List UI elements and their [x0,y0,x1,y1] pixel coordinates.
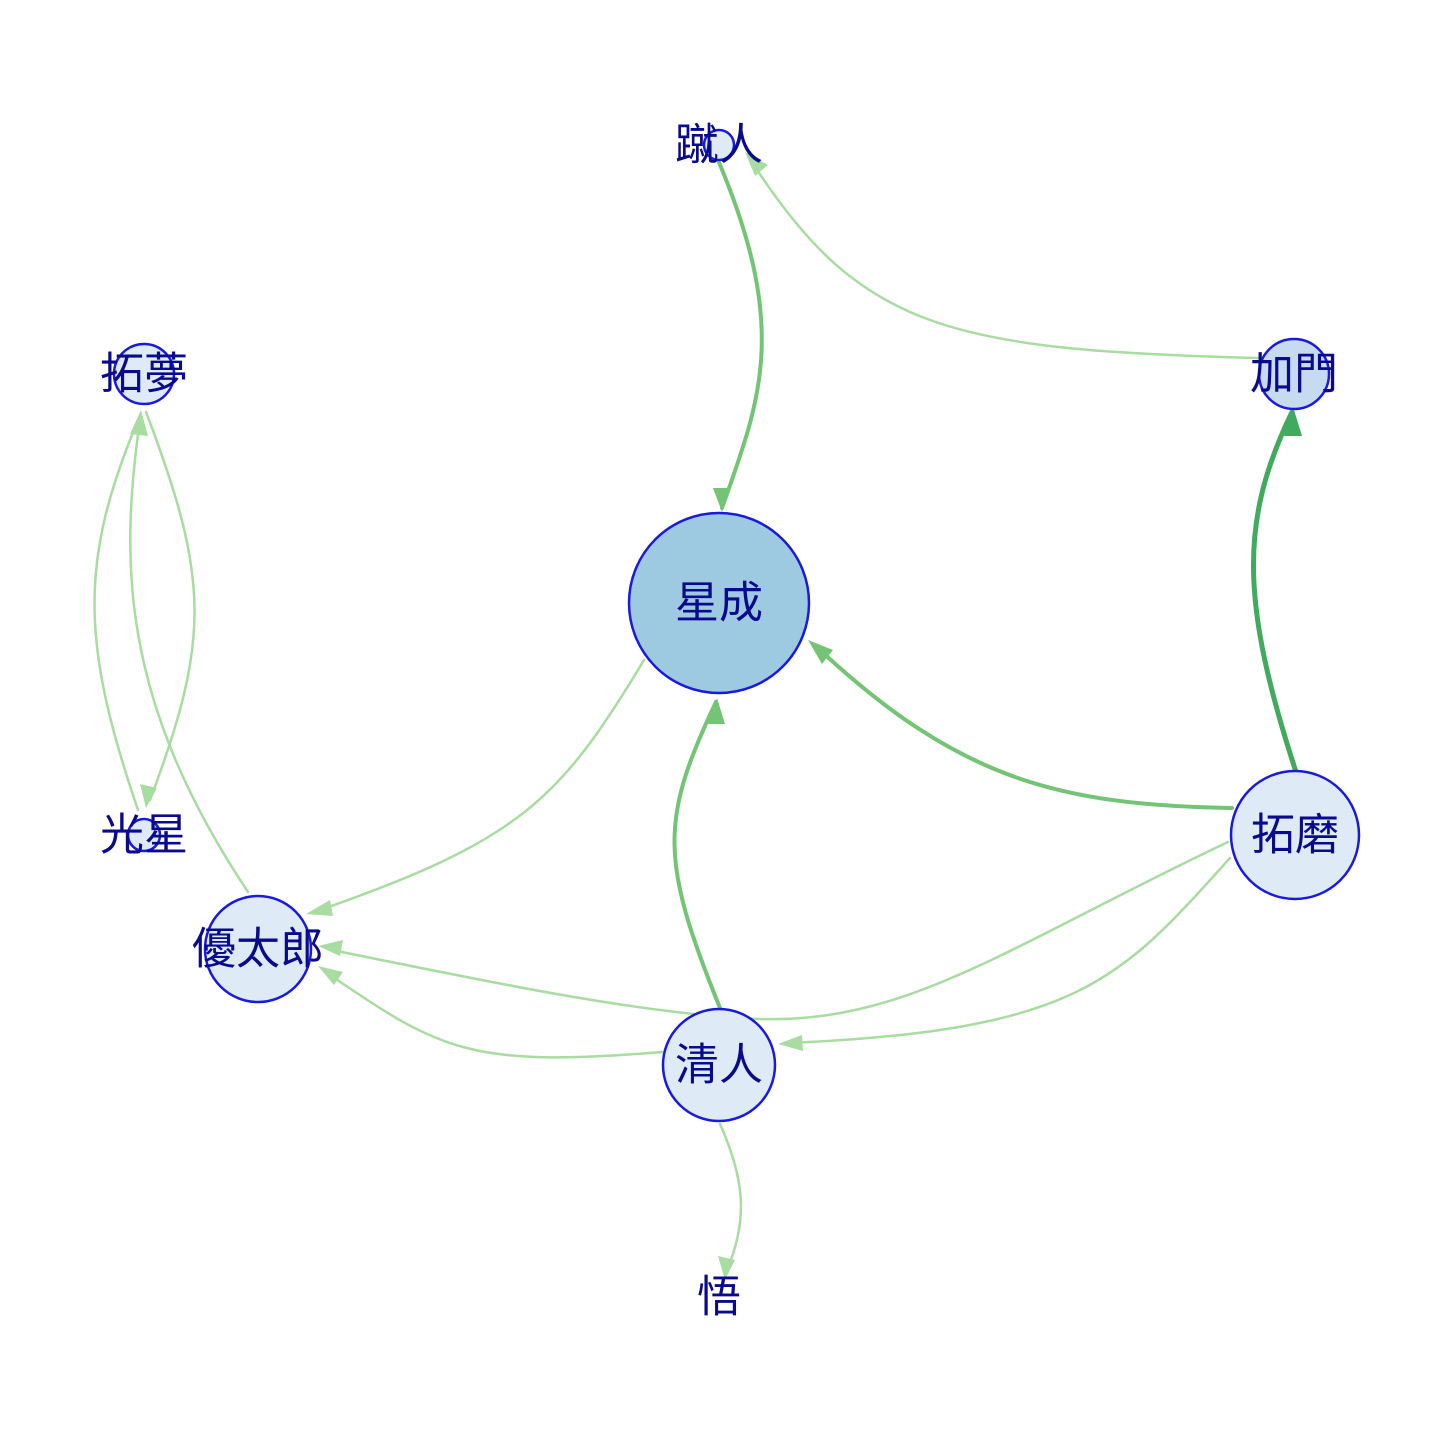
node-satoru[interactable]: 悟 [697,1272,741,1323]
node-label: 星成 [675,578,763,629]
edge-kiyoto-yutaro [328,973,664,1059]
node-label: 優太郎 [192,924,324,975]
node-circle [1229,769,1361,901]
arrowhead [140,784,157,808]
edge-takuma-kamon [1251,409,1299,775]
node-label: 拓夢 [100,349,188,400]
node-circle [702,128,736,162]
arrowhead [778,1035,803,1051]
node-label: 清人 [675,1040,763,1091]
node-label: 加門 [1250,349,1338,400]
node-shusei[interactable]: 星成 [627,511,811,695]
edge-kamon-keto [750,160,1260,360]
node-circle [661,1007,777,1123]
arrowhead [808,640,833,664]
node-label: 蹴人 [675,120,763,171]
arrowhead [718,1256,735,1280]
arrowhead [306,900,333,916]
edge-kiyoto-shusei [672,700,722,1010]
edge-keto-shusei [716,158,764,510]
edge-takuma-kiyoto [788,856,1232,1045]
edge-kiyoto-satoru [718,1122,743,1272]
node-yutaro[interactable]: 優太郎 [192,894,324,1004]
node-circle [1257,337,1331,411]
edge-takuma-yutaro [330,840,1230,1021]
node-circle [627,511,811,695]
node-label: 悟 [697,1272,741,1323]
edge-takuma-shusei [818,648,1234,810]
node-kiyoto[interactable]: 清人 [661,1007,777,1123]
node-kosei[interactable]: 光星 [100,810,188,861]
edge-kosei-takumu [93,418,140,812]
arrowhead [745,152,768,176]
node-kamon[interactable]: 加門 [1250,337,1338,411]
arrowhead [713,488,731,512]
node-keto[interactable]: 蹴人 [675,120,763,171]
node-takumu[interactable]: 拓夢 [100,342,188,406]
arrowhead [1284,410,1302,436]
node-label: 光星 [100,810,188,861]
arrowhead [318,940,343,956]
arrowhead [707,698,725,724]
nodes-layer: 星成 蹴人 加門 拓磨 清人 優太郎 拓夢 光星 [100,120,1361,1323]
arrowhead [318,966,343,985]
node-label: 拓磨 [1251,810,1339,861]
node-circle [112,342,176,406]
edges-layer [93,152,1302,1280]
node-circle [203,894,313,1004]
edge-yutaro-takumu [129,418,250,894]
node-circle [126,817,162,853]
edge-shusei-yutaro [318,658,646,912]
edge-takumu-kosei [144,410,196,802]
node-takuma[interactable]: 拓磨 [1229,769,1361,901]
